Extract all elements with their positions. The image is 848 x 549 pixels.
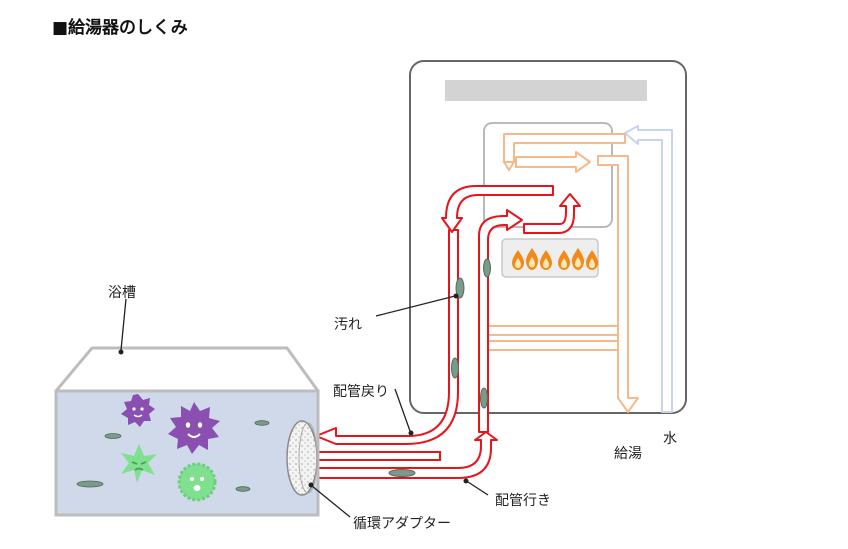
flame-icon [512, 248, 598, 270]
unit-display-panel [445, 80, 647, 101]
hot-water-coils [485, 133, 639, 413]
diagram-title: ■給湯器のしくみ [52, 17, 188, 38]
label-dirt: 汚れ [334, 317, 362, 333]
pipe-supply [315, 193, 581, 479]
label-bathtub: 浴槽 [108, 285, 136, 301]
label-adapter: 循環アダプター [353, 516, 451, 532]
label-supply-pipe: 配管行き [495, 493, 551, 509]
label-water: 水 [663, 431, 677, 447]
pipe-return [315, 185, 554, 445]
germ-icon [76, 394, 270, 502]
label-return-pipe: 配管戻り [333, 384, 389, 400]
dirt-spots [388, 258, 491, 477]
circulation-adapter [286, 420, 318, 496]
leader-lines [118, 293, 489, 518]
cold-water-line [624, 125, 673, 413]
label-hot-water: 給湯 [614, 445, 642, 462]
